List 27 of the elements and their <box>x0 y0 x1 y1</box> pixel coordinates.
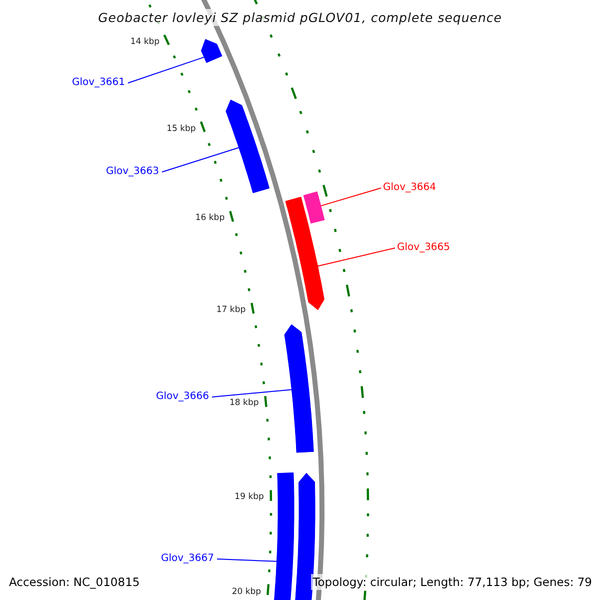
tick-label: 15 kbp <box>166 124 196 134</box>
gene-label: Glov_3666 <box>119 391 209 403</box>
tick-label: 18 kbp <box>228 398 259 408</box>
gene-label: Glov_3665 <box>397 242 487 254</box>
leader-line <box>128 56 204 84</box>
gene-segment <box>284 324 314 453</box>
gene-label: Glov_3663 <box>69 166 159 178</box>
tick-label: 14 kbp <box>129 36 160 47</box>
gene-label: Glov_3667 <box>124 553 214 565</box>
leader-line <box>317 248 396 267</box>
leader-line <box>162 147 240 172</box>
gene-segment <box>285 196 324 310</box>
tick-label: 20 kbp <box>230 586 262 597</box>
gene-segment <box>272 472 294 600</box>
tick-label: 19 kbp <box>234 492 264 502</box>
accession-text: Accession: NC_010815 <box>9 575 140 590</box>
gene-segment <box>226 100 270 194</box>
gene-label: Glov_3664 <box>383 182 473 194</box>
gene-label: Glov_3661 <box>35 77 125 89</box>
tick-label: 17 kbp <box>215 305 246 316</box>
leader-line <box>320 188 382 206</box>
tick-label: 16 kbp <box>194 213 225 224</box>
gene-segment <box>200 39 222 63</box>
summary-text: Topology: circular; Length: 77,113 bp; Genes: 79 <box>310 574 592 590</box>
leader-line <box>212 389 292 398</box>
gene-segment <box>303 191 325 224</box>
leader-line <box>216 558 278 562</box>
